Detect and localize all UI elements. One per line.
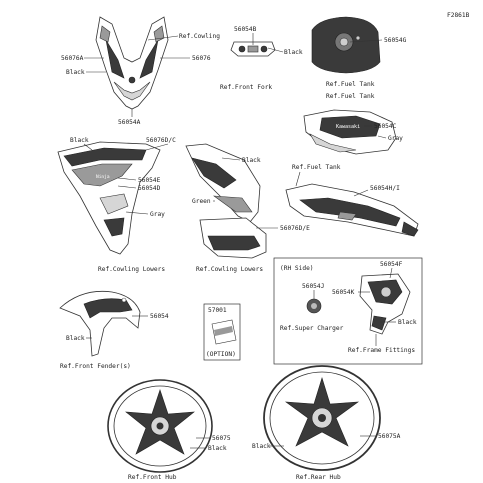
option-label-illustration [211, 319, 237, 345]
diagram-code: F2861B [447, 12, 470, 19]
rh-side-part-56054F: 56054F [380, 261, 403, 268]
front-hub-color: Black [208, 445, 227, 452]
option-box [203, 303, 241, 361]
rear-hub-part: 56075A [378, 433, 401, 440]
tail-part: 56054H/I [370, 185, 400, 192]
lower-cowling-right-illustration [185, 143, 267, 259]
fuel-tank-top-illustration [311, 16, 381, 74]
front-fork-illustration [230, 41, 276, 57]
lower-right-color-black: Black [242, 157, 261, 164]
option-part: 57001 [208, 307, 227, 314]
fuel-tank-side-color: Gray [388, 135, 403, 142]
rh-side-title: (RH Side) [280, 265, 314, 272]
rear-hub-color: Black [252, 443, 271, 450]
fender-part: 56054 [150, 313, 169, 320]
rh-side-ref-super-charger: Ref.Super Charger [280, 325, 344, 332]
cowling-color-black: Black [66, 69, 85, 76]
lower-left-color-gray: Gray [150, 211, 165, 218]
fuel-tank-ref-b: Ref.Fuel Tank [326, 93, 375, 100]
tail-cover-illustration [285, 183, 419, 237]
svg-text:Ninja: Ninja [96, 174, 110, 180]
lower-right-part: 56076D/E [280, 225, 310, 232]
cowling-part-56076A: 56076A [61, 55, 84, 62]
lower-right-color-green: Green [192, 198, 211, 205]
rear-hub-illustration [263, 365, 381, 471]
front-fender-illustration [59, 290, 141, 357]
lower-left-part-56054E: 56054E [138, 177, 161, 184]
cowling-ref-label: Ref.Cowling [179, 33, 220, 40]
cowling-part-56054A: 56054A [118, 119, 141, 126]
svg-text:Kawasaki: Kawasaki [336, 124, 360, 130]
lower-cowling-left-illustration: Ninja [57, 141, 161, 255]
fender-color: Black [66, 335, 85, 342]
front-hub-illustration [107, 379, 213, 473]
rear-hub-ref: Ref.Rear Hub [296, 474, 341, 481]
lower-left-part-56076D-C: 56076D/C [146, 137, 176, 144]
fender-ref: Ref.Front Fender(s) [60, 363, 131, 370]
fuel-tank-ref-a: Ref.Fuel Tank [326, 81, 375, 88]
rh-side-box [273, 257, 423, 365]
rh-side-part-56054K: 56054K [332, 289, 355, 296]
rh-side-illustration [306, 273, 411, 335]
rh-side-part-56054J: 56054J [302, 283, 324, 290]
fuel-tank-side-part: 56054C [374, 123, 397, 130]
lower-left-color-black: Black [70, 137, 89, 144]
front-hub-ref: Ref.Front Hub [128, 474, 177, 481]
lower-left-ref: Ref.Cowling Lowers [98, 266, 165, 273]
front-fork-color: Black [284, 49, 303, 56]
front-fork-ref: Ref.Front Fork [220, 84, 272, 91]
cowling-part-56076: 56076 [192, 55, 211, 62]
fuel-tank-part: 56054G [384, 37, 407, 44]
front-fork-part: 56054B [234, 26, 257, 33]
rh-side-color: Black [398, 319, 417, 326]
option-note: (OPTION) [206, 351, 236, 358]
lower-left-part-56054D: 56054D [138, 185, 161, 192]
front-hub-part: 56075 [212, 435, 231, 442]
lower-right-ref: Ref.Cowling Lowers [196, 266, 263, 273]
rh-side-ref-frame-fittings: Ref.Frame Fittings [348, 347, 415, 354]
upper-cowling-illustration [95, 16, 169, 110]
fuel-tank-side-illustration: Kawasaki [303, 109, 397, 155]
tail-ref: Ref.Fuel Tank [292, 164, 341, 171]
